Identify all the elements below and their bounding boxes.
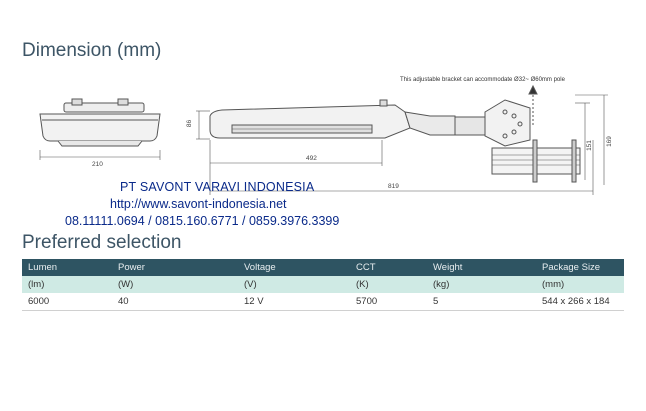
company-url[interactable]: http://www.savont-indonesia.net [110, 197, 287, 211]
dimension-title: Dimension (mm) [22, 40, 162, 61]
unit-cct: (K) [340, 276, 417, 293]
cell-voltage: 12 V [214, 293, 340, 311]
table-header-row: Lumen Power Voltage CCT Weight Package S… [22, 259, 624, 276]
header-voltage: Voltage [214, 259, 340, 276]
dim-label-86: 86 [186, 119, 194, 128]
unit-power: (W) [96, 276, 214, 293]
front-view-drawing [39, 98, 161, 160]
unit-package-size: (mm) [514, 276, 624, 293]
company-name: PT SAVONT VARAVI INDONESIA [120, 180, 315, 194]
header-cct: CCT [340, 259, 417, 276]
bracket-note: This adjustable bracket can accommodate … [400, 77, 565, 83]
unit-voltage: (V) [214, 276, 340, 293]
dim-label-492: 492 [306, 155, 317, 162]
preferred-selection-table: Lumen Power Voltage CCT Weight Package S… [22, 259, 624, 311]
table-row: 6000 40 12 V 5700 5 544 x 266 x 184 [22, 293, 624, 311]
cell-weight: 5 [417, 293, 514, 311]
cell-power: 40 [96, 293, 214, 311]
preferred-selection-title: Preferred selection [22, 232, 182, 253]
cell-lumen: 6000 [22, 293, 96, 311]
header-power: Power [96, 259, 214, 276]
dim-label-210: 210 [92, 161, 103, 168]
company-phones: 08.11111.0694 / 0815.160.6771 / 0859.397… [65, 214, 340, 228]
dim-label-819: 819 [388, 183, 399, 190]
header-package-size: Package Size [514, 259, 624, 276]
cell-package-size: 544 x 266 x 184 [514, 293, 624, 311]
dim-label-151: 151 [585, 140, 593, 151]
unit-weight: (kg) [417, 276, 514, 293]
dim-label-169: 169 [605, 136, 613, 147]
unit-lumen: (lm) [22, 276, 96, 293]
header-lumen: Lumen [22, 259, 96, 276]
cell-cct: 5700 [340, 293, 417, 311]
table-units-row: (lm) (W) (V) (K) (kg) (mm) [22, 276, 624, 293]
header-weight: Weight [417, 259, 514, 276]
side-view-drawing [196, 84, 608, 195]
